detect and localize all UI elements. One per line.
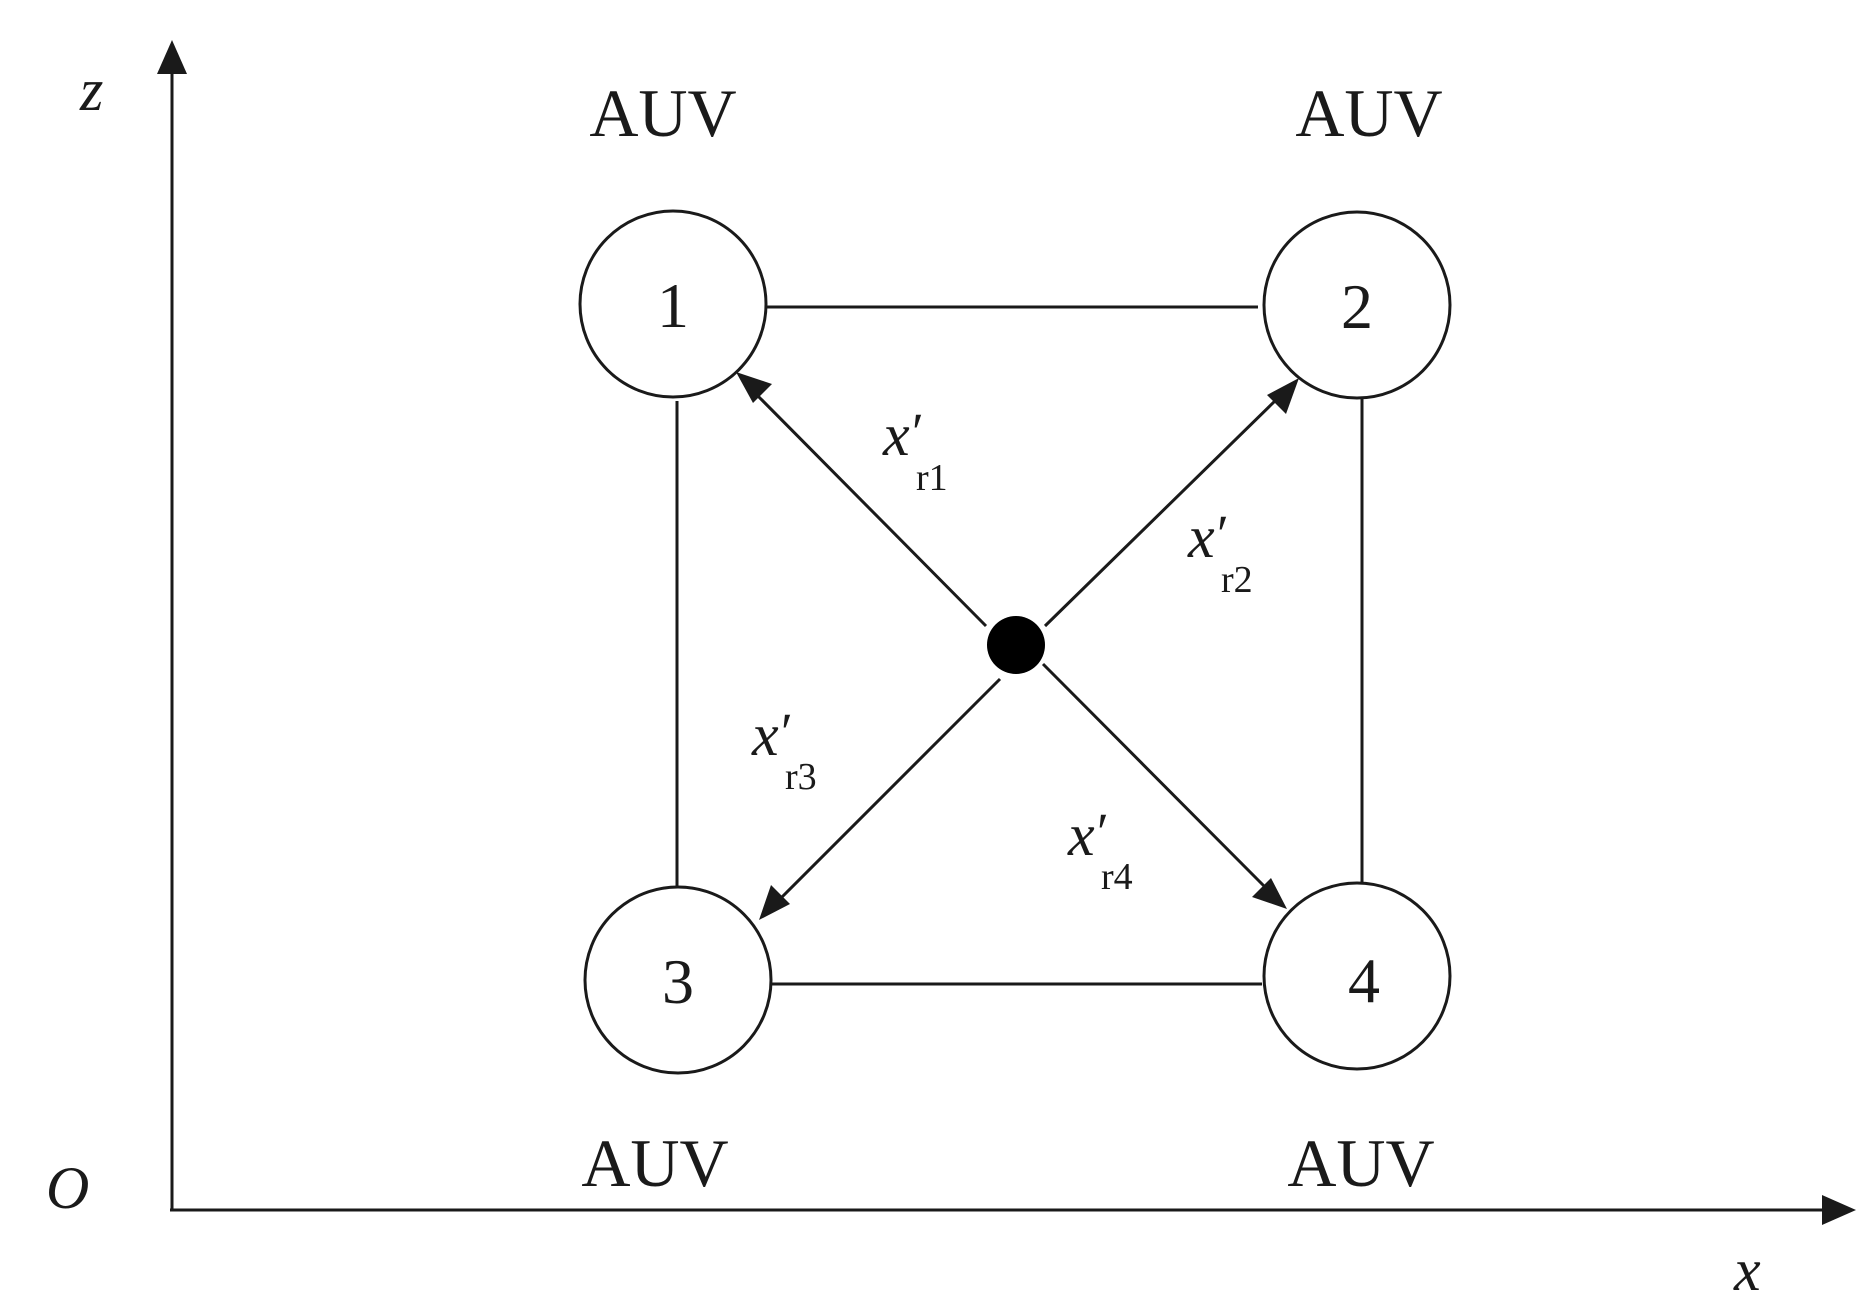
vector-r2-symbol: x <box>1187 504 1215 570</box>
auv-node-4-circle <box>1262 881 1452 1071</box>
auv-node-3: 3 AUV <box>581 885 773 1201</box>
auv-node-1-number: 1 <box>657 270 689 341</box>
vector-arrow-r4 <box>1041 662 1268 890</box>
vector-label-r3: x ′ r3 <box>751 702 817 798</box>
vector-arrowhead-r1 <box>736 372 772 403</box>
vector-label-r1: x ′ r1 <box>882 402 948 499</box>
auv-node-1-circle <box>578 209 768 399</box>
vector-arrow-r3 <box>778 677 1002 901</box>
auv-node-3-circle <box>583 885 773 1075</box>
auv-node-3-number: 3 <box>662 946 694 1017</box>
vector-label-r4: x ′ r4 <box>1067 802 1133 898</box>
vector-r3-subscript: r3 <box>785 756 817 798</box>
vector-r4-symbol: x <box>1067 802 1095 868</box>
vector-r4-subscript: r4 <box>1101 856 1133 898</box>
x-axis-arrowhead <box>1822 1195 1856 1225</box>
vector-arrowhead-r4 <box>1252 878 1287 909</box>
auv-node-2-number: 2 <box>1341 271 1373 342</box>
auv-node-2-circle <box>1262 210 1452 400</box>
vector-labels: x ′ r1 x ′ r2 x ′ r3 x ′ r4 <box>751 402 1253 898</box>
vector-r3-prime: ′ <box>781 702 793 762</box>
x-axis-label: x <box>1733 1237 1761 1295</box>
vector-arrowhead-r3 <box>759 885 790 920</box>
auv-node-4-label: AUV <box>1287 1125 1434 1201</box>
auv-node-3-label: AUV <box>581 1125 728 1201</box>
vector-r1-prime: ′ <box>912 402 924 462</box>
auv-node-1-label: AUV <box>589 75 736 151</box>
vector-label-r2: x ′ r2 <box>1187 504 1253 601</box>
vector-r1-symbol: x <box>882 402 910 468</box>
auv-node-4: 4 AUV <box>1262 881 1452 1201</box>
z-axis-arrowhead <box>157 40 187 74</box>
vector-r2-subscript: r2 <box>1221 559 1253 601</box>
auv-node-4-number: 4 <box>1348 945 1380 1016</box>
relative-vectors <box>736 372 1299 920</box>
origin-label: O <box>46 1155 89 1221</box>
vector-arrow-r2 <box>1043 396 1280 628</box>
vector-r3-symbol: x <box>751 702 779 768</box>
vector-r1-subscript: r1 <box>916 457 948 499</box>
virtual-center-point <box>987 616 1045 674</box>
vector-r2-prime: ′ <box>1217 504 1229 564</box>
vector-arrowhead-r2 <box>1267 378 1299 414</box>
auv-node-1: 1 AUV <box>578 75 768 399</box>
z-axis-label: z <box>79 57 103 123</box>
auv-node-2-label: AUV <box>1295 75 1442 151</box>
vector-r4-prime: ′ <box>1097 802 1109 862</box>
auv-node-2: 2 AUV <box>1262 75 1452 400</box>
axes: z O x <box>46 40 1856 1295</box>
formation-edges <box>675 305 1364 986</box>
vector-arrow-r1 <box>753 391 988 628</box>
